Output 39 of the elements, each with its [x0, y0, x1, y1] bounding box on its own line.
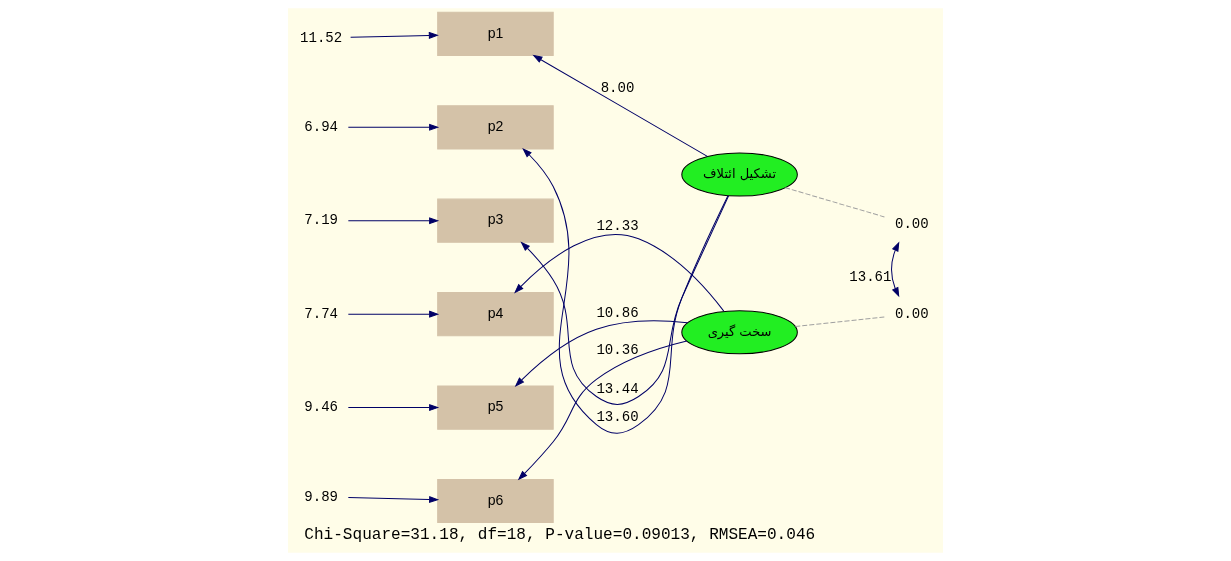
arrow [891, 242, 900, 297]
connector [794, 316, 886, 327]
node-box: p3 [437, 198, 554, 243]
arrow [347, 124, 439, 131]
arrow [347, 404, 439, 411]
edge-label: 13.44 [596, 380, 639, 397]
arrow [514, 234, 725, 312]
arrow [521, 195, 730, 405]
connector [784, 187, 885, 218]
caption: Chi-Square=31.18, df=18, P-value=0.09013, RMSEA=0.046 [304, 526, 816, 545]
node-text: 7.19 [304, 212, 339, 229]
node-box: p5 [437, 385, 554, 430]
node-ellipse: تشکیل ائتلاف [681, 152, 798, 197]
node-text: 9.46 [304, 399, 339, 416]
edge-label: 10.86 [596, 305, 639, 322]
edge-label: 10.36 [596, 341, 639, 358]
node-ellipse: سخت گیری [681, 310, 798, 355]
edge-label: 8.00 [600, 80, 635, 97]
node-text: 0.00 [895, 305, 929, 322]
arrow [347, 310, 439, 318]
arrow [515, 320, 689, 387]
arrow [533, 55, 708, 157]
arrow [522, 148, 729, 434]
node-text: 0.00 [895, 216, 929, 233]
node-box: p1 [437, 11, 554, 56]
arrow [347, 217, 439, 225]
arrow [350, 32, 438, 39]
node-box: p4 [437, 292, 554, 337]
edge-label: 13.60 [596, 408, 639, 425]
arrow [518, 340, 688, 480]
node-text: 7.74 [304, 305, 339, 322]
edge-label: 13.61 [849, 268, 892, 285]
arrow [347, 496, 439, 503]
node-text: 6.94 [304, 119, 339, 136]
node-box: p2 [437, 105, 554, 150]
node-text: 11.52 [300, 29, 343, 46]
node-box: p6 [437, 478, 554, 524]
edge-label: 12.33 [596, 217, 639, 234]
node-text: 9.89 [304, 488, 339, 505]
